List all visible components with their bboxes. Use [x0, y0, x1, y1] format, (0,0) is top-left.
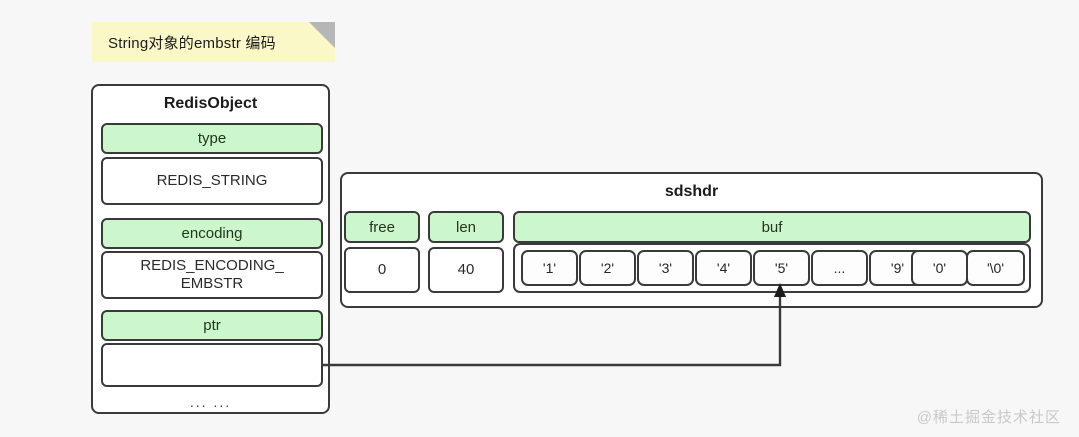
- buf-cell-8: '\0': [966, 250, 1025, 286]
- note-label: String对象的embstr 编码: [92, 22, 335, 62]
- redis-object-field-encoding-value: REDIS_ENCODING_ EMBSTR: [101, 251, 323, 299]
- note-label-text: String对象的embstr 编码: [108, 34, 276, 52]
- sdshdr-free-label: free: [344, 211, 420, 243]
- buf-cell-3: '4': [695, 250, 752, 286]
- sdshdr-len-label: len: [428, 211, 504, 243]
- buf-cell-7: '0': [911, 250, 968, 286]
- buf-cell-2: '3': [637, 250, 694, 286]
- redis-object-field-encoding-label: encoding: [101, 218, 323, 249]
- redis-object-field-ptr-value: [101, 343, 323, 387]
- buf-cell-0: '1': [521, 250, 578, 286]
- redis-object-footer: ... ...: [189, 394, 232, 410]
- watermark: @稀土掘金技术社区: [916, 409, 1061, 426]
- note-fold-corner-icon: [309, 22, 335, 48]
- sdshdr-buf-label: buf: [513, 211, 1031, 243]
- redis-object-field-ptr-label: ptr: [101, 310, 323, 341]
- buf-cell-5: ...: [811, 250, 868, 286]
- redis-object-field-type-value: REDIS_STRING: [101, 157, 323, 205]
- redis-object-field-type-label: type: [101, 123, 323, 154]
- redis-object-title: RedisObject: [163, 95, 258, 112]
- sdshdr-title: sdshdr: [664, 183, 719, 200]
- sdshdr-free-value: 0: [344, 247, 420, 293]
- sdshdr-len-value: 40: [428, 247, 504, 293]
- buf-cell-1: '2': [579, 250, 636, 286]
- buf-cell-4: '5': [753, 250, 810, 286]
